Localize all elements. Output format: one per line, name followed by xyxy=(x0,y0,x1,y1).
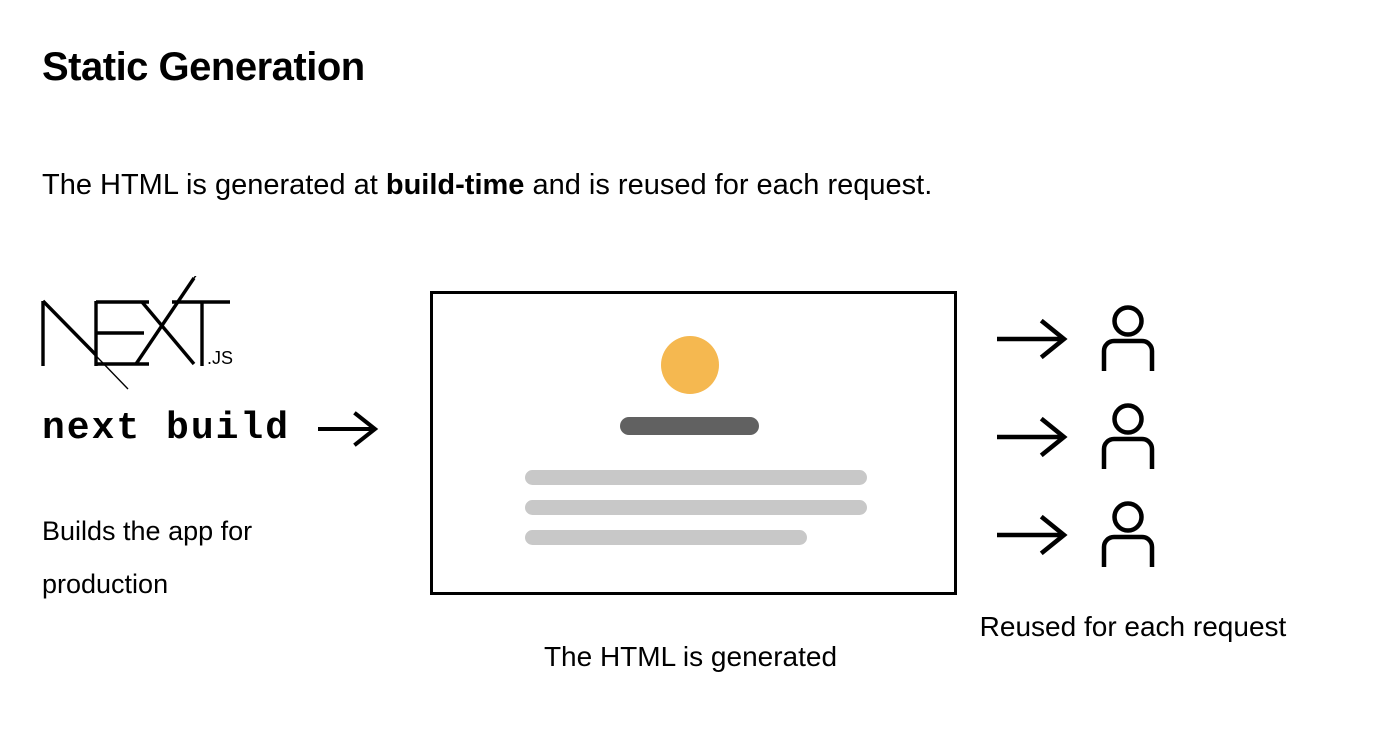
build-stage-caption: Builds the app for production xyxy=(42,516,253,599)
nextjs-logo-mark: .JS xyxy=(41,261,233,390)
subtitle-text-after: and is reused for each request. xyxy=(524,169,933,201)
request-row xyxy=(995,300,1185,398)
logo-letter-x-stroke-2 xyxy=(134,277,196,365)
logo-x-tail xyxy=(193,261,208,279)
logo-js-suffix: .JS xyxy=(207,348,233,368)
request-row xyxy=(995,398,1185,496)
logo-letter-n-diagonal xyxy=(41,299,98,357)
right-arrow-icon xyxy=(995,416,1073,458)
nextjs-logo: .JS xyxy=(36,261,246,391)
person-icon xyxy=(1098,401,1158,473)
right-arrow-icon xyxy=(995,514,1073,556)
person-icon xyxy=(1098,303,1158,375)
right-arrow-icon xyxy=(995,318,1073,360)
subtitle-text-before: The HTML is generated at xyxy=(42,169,386,201)
right-arrow-icon xyxy=(316,409,382,449)
person-icon xyxy=(1098,499,1158,571)
build-command-text: next build xyxy=(42,407,291,450)
text-placeholder-bar xyxy=(525,500,867,515)
heading-placeholder-bar xyxy=(620,417,759,435)
page-title: Static Generation xyxy=(42,45,365,89)
generated-page-mock xyxy=(430,291,957,595)
circle-placeholder-icon xyxy=(661,336,719,394)
build-command: next build xyxy=(42,406,382,452)
page-subtitle: The HTML is generated at build-time and … xyxy=(42,168,932,203)
subtitle-emphasis: build-time xyxy=(385,169,525,201)
text-placeholder-bar xyxy=(525,530,807,545)
request-row xyxy=(995,496,1185,594)
logo-letter-x-stroke-1 xyxy=(140,300,196,366)
request-stage-caption: Reused for each request xyxy=(979,611,1287,642)
request-list xyxy=(995,300,1185,594)
text-placeholder-bar xyxy=(525,470,867,485)
output-stage-caption: The HTML is generated xyxy=(543,641,838,672)
